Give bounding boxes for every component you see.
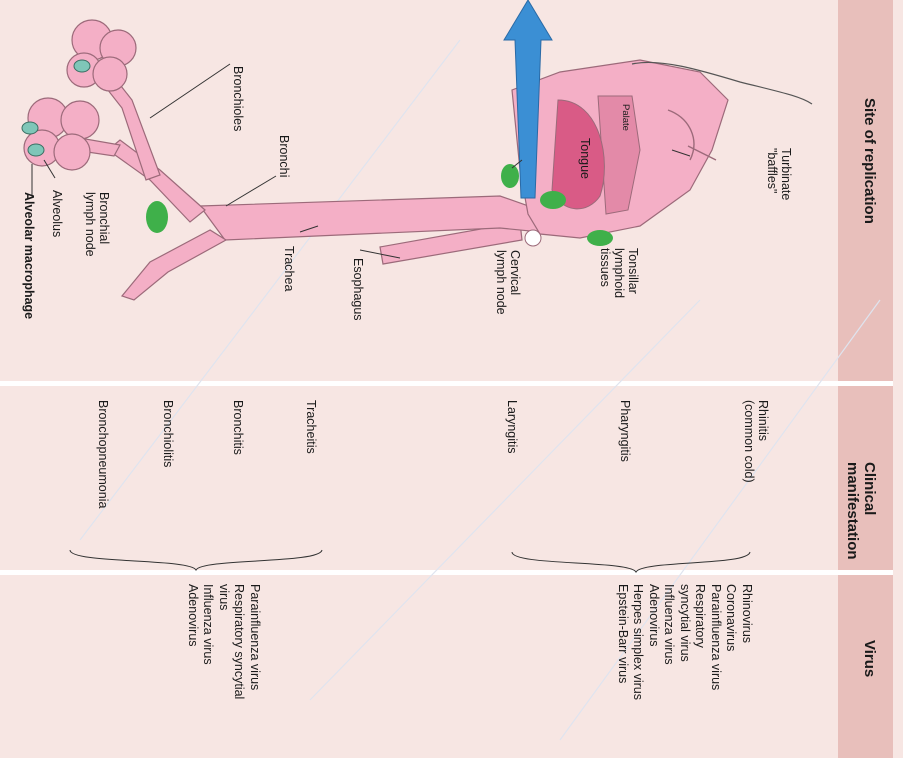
tonsillar-lymph-node-1 <box>540 191 566 209</box>
alveolar-cluster-top <box>67 20 136 91</box>
larynx-ring <box>525 230 541 246</box>
bracket-lower-tract <box>70 550 322 570</box>
bronchial-lymph-node <box>146 201 168 233</box>
clinical-laryngitis: Laryngitis <box>505 400 519 454</box>
bracket-upper-tract <box>512 552 750 572</box>
label-turbinate-baffles: Turbinate "baffles" <box>765 148 793 200</box>
clinical-rhinitis: Rhinitis (common cold) <box>742 400 770 483</box>
label-tonsillar-lymphoid-tissues: Tonsillar lymphoid tissues <box>598 248 640 298</box>
clinical-bronchiolitis: Bronchiolitis <box>161 400 175 467</box>
header-virus: Virus <box>861 640 878 677</box>
virus-list-lower-tract: Parainfluenza virus Respiratory syncytia… <box>185 584 263 699</box>
cervical-lymph-node <box>501 164 519 188</box>
clinical-bronchopneumonia: Bronchopneumonia <box>96 400 110 508</box>
label-alveolus: Alveolus <box>50 190 64 237</box>
bronchus-lower <box>122 230 226 300</box>
label-trachea: Trachea <box>282 246 296 291</box>
header-site-of-replication: Site of replication <box>861 98 878 224</box>
clinical-pharyngitis: Pharyngitis <box>618 400 632 462</box>
alveolar-cluster-bottom <box>24 98 99 170</box>
tonsillar-lymph-node-2 <box>587 230 613 246</box>
label-tongue: Tongue <box>578 138 592 179</box>
label-bronchial-lymph-node: Bronchial lymph node <box>83 192 111 257</box>
label-cervical-lymph-node: Cervical lymph node <box>494 250 522 315</box>
label-bronchi: Bronchi <box>277 135 291 177</box>
label-palate: Palate <box>618 104 632 131</box>
clinical-tracheitis: Tracheitis <box>304 400 318 454</box>
clinical-bronchitis: Bronchitis <box>231 400 245 455</box>
label-esophagus: Esophagus <box>351 258 365 321</box>
header-clinical-manifestation: Clinical manifestation <box>844 462 878 560</box>
virus-list-upper-tract: Rhinovirus Coronavirus Parainfluenza vir… <box>615 584 755 700</box>
label-alveolar-macrophage: Alveolar macrophage <box>22 192 36 319</box>
label-bronchioles: Bronchioles <box>231 66 245 131</box>
